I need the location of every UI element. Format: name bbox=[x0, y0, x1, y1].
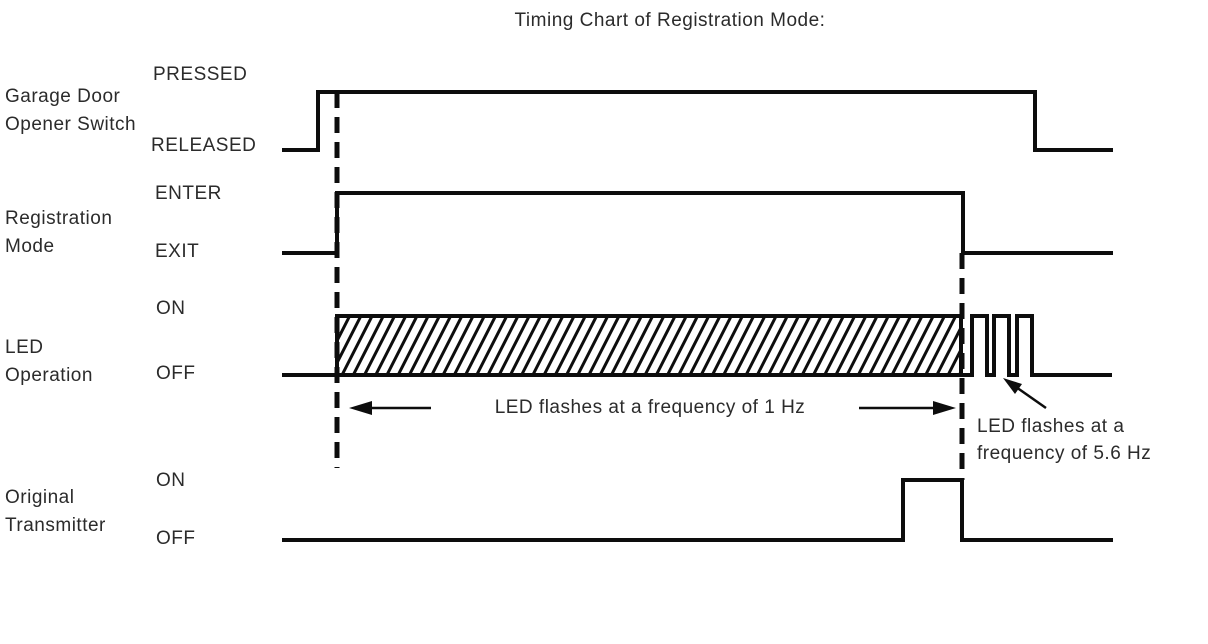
signal-label-garage-door-line2: Opener Switch bbox=[5, 114, 137, 135]
level-label-led-on: ON bbox=[156, 298, 186, 319]
annotation-5-6hz-line1: LED flashes at a bbox=[977, 416, 1125, 437]
annotation-1hz: LED flashes at a frequency of 1 Hz bbox=[494, 397, 806, 418]
level-label-exit: EXIT bbox=[155, 241, 200, 262]
signal-label-garage-door-line1: Garage Door bbox=[5, 86, 121, 107]
signal-label-registration-mode: Registration Mode bbox=[5, 205, 112, 261]
one-hz-right-arrow bbox=[859, 401, 956, 415]
level-label-enter: ENTER bbox=[155, 183, 222, 204]
annotation-5-6hz: LED flashes at a frequency of 5.6 Hz bbox=[977, 413, 1151, 467]
level-label-led-off: OFF bbox=[156, 363, 196, 384]
annotation-5-6hz-line2: frequency of 5.6 Hz bbox=[977, 443, 1152, 464]
signal-label-led-operation-line1: LED bbox=[5, 337, 44, 358]
five-six-hz-arrow bbox=[1003, 378, 1047, 410]
level-label-tx-off: OFF bbox=[156, 528, 196, 549]
garage-door-switch-waveform bbox=[282, 90, 1113, 152]
registration-mode-waveform bbox=[282, 191, 1113, 255]
signal-label-original-transmitter-line1: Original bbox=[5, 487, 75, 508]
led-hatched-region bbox=[335, 314, 963, 377]
led-flash-pulses-waveform bbox=[961, 314, 1112, 377]
level-label-released: RELEASED bbox=[151, 135, 257, 156]
signal-label-registration-mode-line1: Registration bbox=[5, 208, 113, 229]
signal-label-led-operation-line2: Operation bbox=[5, 365, 93, 386]
chart-title: Timing Chart of Registration Mode: bbox=[514, 10, 826, 31]
signal-label-led-operation: LED Operation bbox=[5, 334, 93, 390]
signal-label-original-transmitter-line2: Transmitter bbox=[5, 515, 106, 536]
level-label-pressed: PRESSED bbox=[153, 64, 248, 85]
one-hz-left-arrow bbox=[349, 401, 431, 415]
signal-label-registration-mode-line2: Mode bbox=[5, 236, 55, 257]
level-label-tx-on: ON bbox=[156, 470, 186, 491]
original-transmitter-waveform bbox=[282, 478, 1113, 542]
signal-label-garage-door: Garage Door Opener Switch bbox=[5, 83, 136, 139]
signal-label-original-transmitter: Original Transmitter bbox=[5, 484, 106, 540]
